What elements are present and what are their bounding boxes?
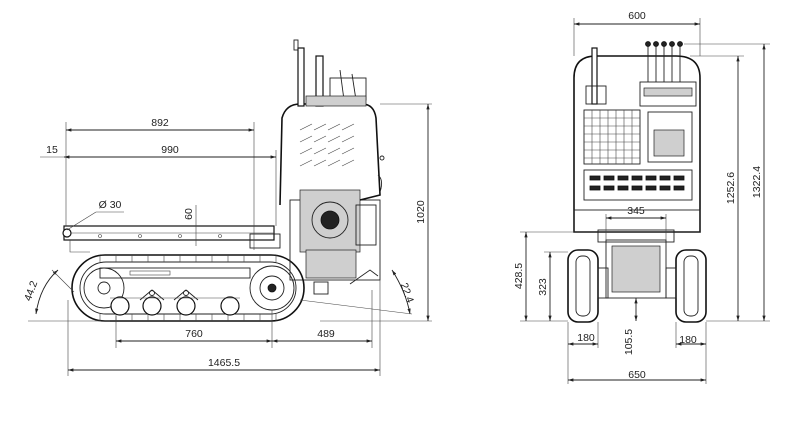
dim-180-left: 180 — [577, 332, 595, 344]
track-assembly — [71, 254, 305, 322]
dim-60: 60 — [183, 208, 195, 220]
front-tracks — [567, 249, 707, 323]
control-handle — [293, 39, 367, 107]
dim-428-5: 428.5 — [513, 263, 525, 289]
dim-105-5: 105.5 — [623, 329, 635, 355]
flat-bed-platform — [62, 225, 281, 253]
dim-departure-angle: 22.4 — [398, 281, 416, 304]
dim-1465-5: 1465.5 — [208, 357, 240, 369]
dim-323: 323 — [537, 278, 549, 296]
dim-diameter-30: Ø 30 — [99, 199, 122, 211]
dim-approach-angle: 44.2 — [22, 279, 40, 302]
engine-unit — [289, 189, 381, 295]
dim-489: 489 — [317, 328, 335, 340]
dim-180-right: 180 — [679, 334, 697, 346]
dim-15: 15 — [46, 144, 58, 156]
front-body — [573, 41, 701, 299]
dim-1252-6: 1252.6 — [725, 172, 737, 204]
dim-760: 760 — [185, 328, 203, 340]
dim-990: 990 — [161, 144, 179, 156]
dim-600: 600 — [628, 10, 646, 22]
side-dimension-lines — [28, 103, 432, 376]
dim-1322-4: 1322.4 — [751, 166, 763, 198]
front-dimension-lines — [520, 18, 770, 384]
dim-650: 650 — [628, 369, 646, 381]
front-view: 600 1252.6 1322.4 345 428.5 323 180 105.… — [513, 10, 770, 384]
side-view: 892 15 990 Ø 30 60 1020 44.2 22.4 760 48… — [22, 39, 432, 376]
dim-1020: 1020 — [415, 200, 427, 224]
dim-345: 345 — [627, 205, 645, 217]
dim-892: 892 — [151, 117, 169, 129]
